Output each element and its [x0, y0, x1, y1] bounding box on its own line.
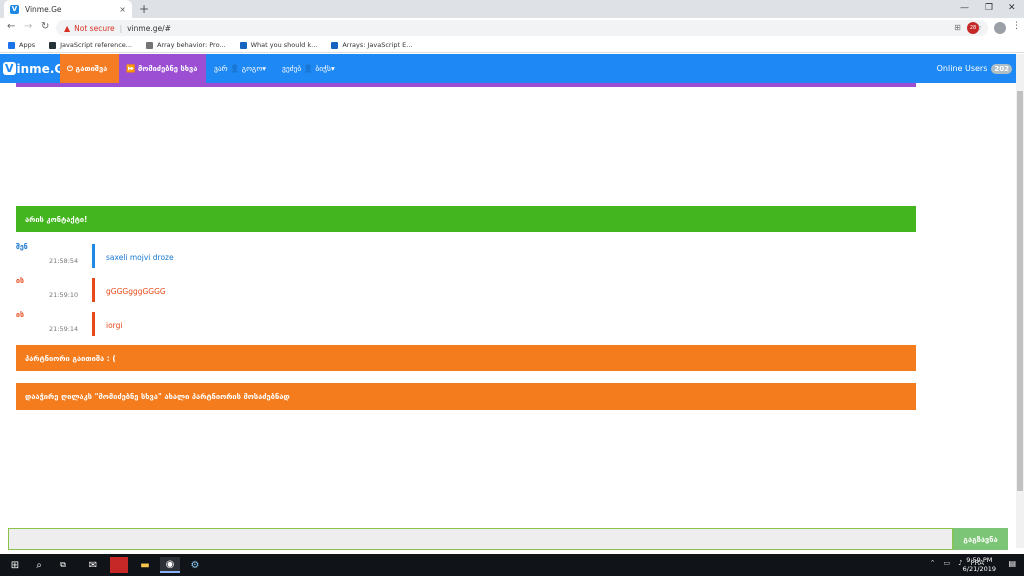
message-composer: გაგზავნა — [8, 528, 1008, 550]
logo-v: V — [3, 62, 16, 75]
clock-date: 6/21/2019 — [962, 565, 996, 573]
my-gender-dropdown[interactable]: ვარ 👤 გოგო▾ — [214, 64, 267, 73]
tray-chevron-icon[interactable]: ⌃ — [929, 559, 936, 567]
omnibox[interactable]: ▲ Not secure | vinme.ge/# ⊞ ☆ — [56, 20, 988, 36]
system-tray: ⌃ ▭ ♪ FRA — [930, 559, 984, 567]
message-bar — [92, 312, 95, 336]
message-bar — [92, 278, 95, 302]
bookmark-label: Apps — [19, 41, 36, 49]
clock-time: 9:59 PM — [966, 556, 993, 564]
mail-icon[interactable]: ✉ — [88, 559, 98, 571]
scrollbar-thumb[interactable] — [1017, 91, 1023, 491]
app-icon[interactable] — [110, 557, 128, 573]
page-icon — [145, 41, 153, 49]
browser-tab[interactable]: V Vinme.Ge × — [4, 0, 132, 18]
seeking-gender-dropdown[interactable]: ვეძებ 👤 ბიჭს▾ — [282, 64, 335, 73]
bookmark-label: Array behavior: Pro... — [156, 41, 226, 49]
partner-left-alert: პარტნიორი გაითიშა : ( — [16, 345, 916, 371]
bookmark-label: Arrays: JavaScript E... — [342, 41, 413, 49]
browser-tab-strip: V Vinme.Ge × + — ❐ ✕ — [0, 0, 1024, 18]
bookmarks-bar: Apps JavaScript reference... Array behav… — [0, 38, 1024, 53]
chat-message: ის 21:59:10 gGGGgggGGGG — [16, 277, 916, 307]
bookmark-label: What you should k... — [250, 41, 318, 49]
message-sender: ის — [16, 311, 24, 319]
close-window-icon[interactable]: ✕ — [1008, 3, 1016, 13]
purple-divider — [16, 83, 916, 87]
warning-icon[interactable]: ▲ — [64, 23, 71, 33]
online-users-label: Online Users — [936, 64, 988, 73]
tab-title: Vinme.Ge — [25, 4, 62, 14]
send-button[interactable]: გაგზავნა — [953, 528, 1008, 550]
forward-icon[interactable]: → — [24, 21, 33, 32]
message-sender: ის — [16, 277, 24, 285]
close-tab-icon[interactable]: × — [119, 4, 126, 14]
minimize-icon[interactable]: — — [960, 3, 969, 13]
bookmark-icon — [331, 41, 339, 49]
vinme-favicon-icon: V — [10, 4, 19, 14]
bookmark-what-you-should-know[interactable]: What you should k... — [239, 41, 318, 49]
file-explorer-icon[interactable]: ▬ — [140, 559, 150, 571]
steam-icon[interactable]: ⚙ — [190, 559, 200, 571]
notifications-icon[interactable]: ▤ — [1008, 559, 1016, 568]
profile-avatar[interactable] — [994, 22, 1006, 34]
security-label[interactable]: Not secure — [74, 23, 115, 33]
site-logo[interactable]: V inme.Ge — [0, 54, 72, 83]
windows-taskbar: ⊞ ⌕ ⧉ ✉ ▬ ◉ ⚙ ⌃ ▭ ♪ FRA 9:59 PM 6/21/201… — [0, 554, 1024, 576]
volume-icon[interactable]: ♪ — [958, 559, 963, 567]
restore-icon[interactable]: ❐ — [985, 3, 994, 13]
message-text: gGGGgggGGGG — [106, 287, 166, 296]
bookmark-js-reference[interactable]: JavaScript reference... — [49, 41, 132, 49]
bookmark-apps[interactable]: Apps — [8, 41, 35, 49]
message-bar — [92, 244, 95, 268]
message-time: 21:59:10 — [49, 291, 79, 299]
url-text[interactable]: vinme.ge/# — [127, 23, 171, 33]
bookmark-icon — [239, 41, 247, 49]
logo-text: inme.Ge — [16, 61, 73, 76]
translate-icon[interactable]: ⊞ — [954, 23, 961, 32]
chat-message: შენ 21:58:54 saxeli mojvi droze — [16, 243, 916, 273]
message-input[interactable] — [8, 528, 953, 550]
search-icon[interactable]: ⌕ — [36, 559, 42, 571]
site-navbar: V inme.Ge ⏻ გათიშვა ⏩ მომიძებნე სხვა ვარ… — [0, 54, 1016, 83]
windows-start-icon[interactable]: ⊞ — [10, 559, 20, 571]
mdn-icon — [49, 41, 57, 49]
browser-menu-icon[interactable]: ⋮ — [1012, 21, 1021, 31]
task-view-icon[interactable]: ⧉ — [60, 560, 66, 569]
page-scrollbar[interactable] — [1016, 54, 1024, 548]
keyboard-language[interactable]: FRA — [970, 559, 984, 567]
message-time: 21:59:14 — [49, 325, 79, 333]
online-users[interactable]: Online Users 202 — [937, 54, 1016, 83]
chrome-icon[interactable]: ◉ — [160, 557, 180, 573]
address-bar: ← → ↻ ▲ Not secure | vinme.ge/# ⊞ ☆ 28 ⋮ — [0, 18, 1024, 38]
reload-icon[interactable]: ↻ — [41, 21, 50, 32]
message-text: saxeli mojvi droze — [106, 253, 174, 262]
new-tab-icon[interactable]: + — [139, 2, 150, 16]
extension-icon[interactable]: 28 — [967, 22, 979, 34]
bookmark-arrays-js[interactable]: Arrays: JavaScript E... — [331, 41, 412, 49]
network-icon[interactable]: ▭ — [943, 559, 951, 567]
bookmark-array-behavior[interactable]: Array behavior: Pro... — [145, 41, 226, 49]
find-next-button[interactable]: ⏩ მომიძებნე სხვა — [119, 54, 206, 83]
taskbar-clock[interactable]: 9:59 PM 6/21/2019 — [963, 556, 996, 574]
bookmark-label: JavaScript reference... — [60, 41, 132, 49]
back-icon[interactable]: ← — [7, 21, 16, 32]
find-new-partner-hint: დააჭირე ღილაკს "მომიძებნე სხვა" ახალი პა… — [16, 383, 916, 410]
online-users-count: 202 — [991, 63, 1012, 74]
disconnect-button[interactable]: ⏻ გათიშვა — [60, 54, 119, 83]
omnibox-separator: | — [119, 23, 123, 33]
chat-message: ის 21:59:14 iorgi — [16, 311, 916, 341]
message-time: 21:58:54 — [49, 257, 79, 265]
apps-icon — [8, 41, 15, 49]
message-text: iorgi — [106, 321, 123, 330]
connected-alert: არის კონტაქტი! — [16, 206, 916, 232]
message-sender: შენ — [16, 243, 28, 251]
